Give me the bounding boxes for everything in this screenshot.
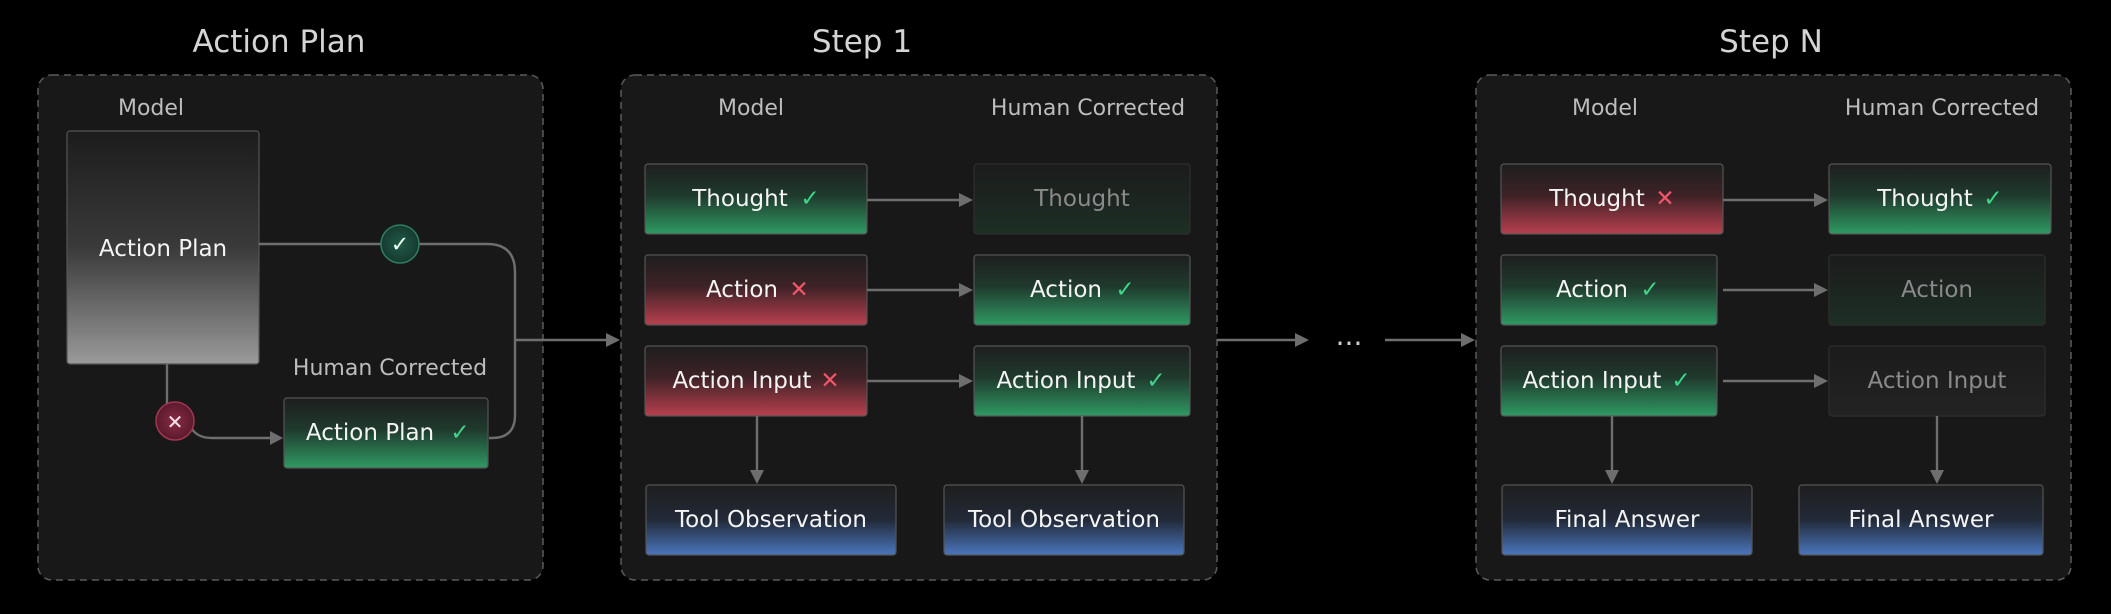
step1-model-observation-label: Tool Observation — [674, 507, 867, 533]
stepN-model-action-input-node: Action Input ✓ — [1500, 345, 1718, 417]
check-icon: ✓ — [1146, 368, 1165, 394]
stepN-heading: Step N — [1719, 24, 1823, 60]
arrow-to-stepN — [1461, 333, 1475, 347]
arrow-down — [1075, 470, 1089, 484]
step1-human-action-label: Action — [1030, 277, 1102, 303]
step1-human-observation-node: Tool Observation — [943, 484, 1185, 556]
cross-icon: ✕ — [820, 368, 839, 394]
ellipsis-label: ... — [1336, 319, 1363, 352]
stepN-human-final-label: Final Answer — [1848, 507, 1994, 533]
model-action-plan-label: Action Plan — [99, 236, 227, 262]
check-icon: ✓ — [1671, 368, 1690, 394]
cross-icon: ✕ — [789, 277, 808, 303]
stepN-model-final-label: Final Answer — [1554, 507, 1700, 533]
stepN-model-final-node: Final Answer — [1501, 484, 1753, 556]
arrow-right — [959, 193, 973, 207]
step1-model-action-node: Action ✕ — [644, 254, 868, 326]
stepN-model-action-node: Action ✓ — [1500, 254, 1718, 326]
stepN-model-label: Model — [1572, 96, 1638, 121]
corrected-action-plan-label: Action Plan — [306, 420, 434, 446]
arrow-right — [1814, 283, 1828, 297]
step1-human-action-input-node: Action Input ✓ — [973, 345, 1191, 417]
arrow-down — [750, 470, 764, 484]
arrow-down — [1930, 470, 1944, 484]
stepN-model-thought-node: Thought ✕ — [1500, 163, 1724, 235]
approve-badge: ✓ — [380, 224, 420, 264]
arrow-right — [959, 283, 973, 297]
check-icon: ✓ — [391, 233, 409, 258]
step1-model-observation-node: Tool Observation — [645, 484, 897, 556]
corrected-action-plan-node: Action Plan ✓ — [283, 397, 489, 469]
reject-badge: ✕ — [155, 401, 195, 441]
model-action-plan-node: Action Plan — [66, 130, 260, 365]
check-icon: ✓ — [450, 420, 469, 446]
arrow-right — [1814, 193, 1828, 207]
arrow-to-step1 — [606, 333, 620, 347]
check-icon: ✓ — [1983, 186, 2002, 212]
stepN-model-action-label: Action — [1556, 277, 1628, 303]
stepN-human-label: Human Corrected — [1845, 96, 2039, 121]
arrow-right — [959, 374, 973, 388]
stepN-model-action-input-label: Action Input — [1523, 368, 1662, 394]
approve-loop-connector — [416, 242, 517, 440]
stepN-human-action-node: Action — [1828, 254, 2046, 326]
arrow-down — [1605, 470, 1619, 484]
step1-human-thought-label: Thought — [1033, 186, 1129, 212]
step1-model-action-input-label: Action Input — [673, 368, 812, 394]
step1-human-observation-label: Tool Observation — [967, 507, 1160, 533]
action-plan-human-label: Human Corrected — [293, 356, 487, 381]
arrow-to-corrected-plan — [270, 431, 283, 445]
action-plan-model-label: Model — [118, 96, 184, 121]
stepN-human-thought-label: Thought — [1876, 186, 1972, 212]
arrow-right — [1814, 374, 1828, 388]
step1-model-action-input-node: Action Input ✕ — [644, 345, 868, 417]
stepN-human-action-label: Action — [1901, 277, 1973, 303]
check-icon: ✓ — [800, 186, 819, 212]
stepN-human-final-node: Final Answer — [1798, 484, 2044, 556]
action-plan-heading: Action Plan — [193, 24, 366, 60]
step1-model-thought-node: Thought ✓ — [644, 163, 868, 235]
step1-heading: Step 1 — [812, 24, 912, 60]
cross-icon: ✕ — [1655, 186, 1674, 212]
stepN-human-action-input-node: Action Input — [1828, 345, 2046, 417]
step1-human-label: Human Corrected — [991, 96, 1185, 121]
step1-model-thought-label: Thought — [691, 186, 787, 212]
step1-human-thought-node: Thought — [973, 163, 1191, 235]
stepN-human-action-input-label: Action Input — [1868, 368, 2007, 394]
cross-icon: ✕ — [167, 410, 184, 434]
check-icon: ✓ — [1640, 277, 1659, 303]
check-icon: ✓ — [1115, 277, 1134, 303]
step1-human-action-input-label: Action Input — [997, 368, 1136, 394]
stepN-model-thought-label: Thought — [1548, 186, 1644, 212]
stepN-human-thought-node: Thought ✓ — [1828, 163, 2052, 235]
arrow-to-ellipsis — [1295, 333, 1309, 347]
step1-model-action-label: Action — [706, 277, 778, 303]
step1-human-action-node: Action ✓ — [973, 254, 1191, 326]
step1-model-label: Model — [718, 96, 784, 121]
